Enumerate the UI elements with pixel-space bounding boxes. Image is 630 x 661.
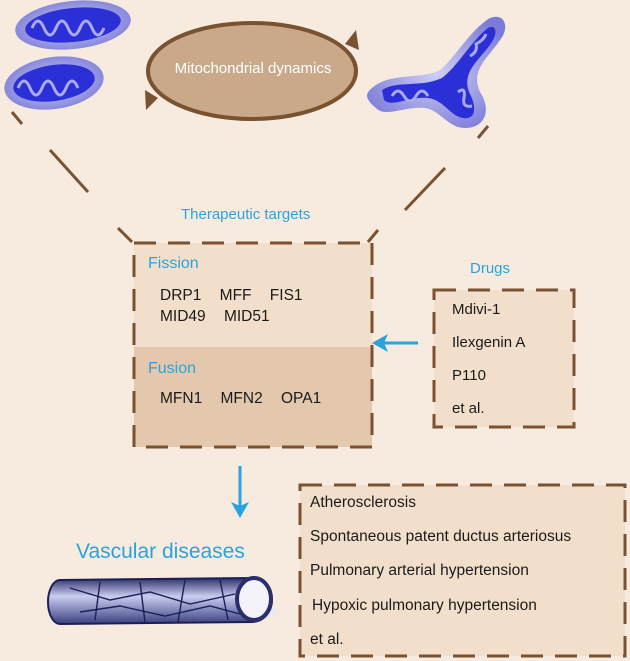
fusion-targets-row: MFN1 MFN2 OPA1 [160, 390, 322, 407]
fission-targets-row2: MID49 MID51 [160, 308, 270, 325]
drug-item: Mdivi-1 [452, 301, 501, 318]
drug-item: P110 [452, 367, 486, 384]
disease-item: Pulmonary arterial hypertension [310, 562, 529, 579]
therapeutic-targets-title: Therapeutic targets [181, 206, 311, 223]
funnel-lines [10, 111, 490, 244]
targets-box [132, 241, 374, 449]
drugs-box [432, 288, 576, 429]
drug-item: et al. [452, 400, 485, 417]
disease-item: et al. [310, 631, 344, 648]
fusion-heading: Fusion [148, 360, 197, 377]
disease-item: Atherosclerosis [310, 494, 416, 511]
mitochondrion-icon [15, 0, 131, 50]
drug-item: Ilexgenin A [452, 334, 526, 351]
dynamics-label: Mitochondrial dynamics [174, 60, 332, 77]
disease-item: Hypoxic pulmonary hypertension [312, 597, 537, 614]
fission-heading: Fission [148, 255, 199, 272]
vascular-diseases-heading: Vascular diseases [76, 540, 245, 563]
arrow-left-icon [372, 334, 418, 352]
mitochondrion-icon [4, 56, 104, 110]
fission-targets-row1: DRP1 MFF FIS1 [160, 287, 303, 304]
fused-mitochondrion-icon [367, 16, 506, 128]
arrow-down-icon [231, 466, 249, 518]
drugs-heading: Drugs [470, 260, 511, 277]
diseases-box [298, 483, 627, 658]
blood-vessel-icon [47, 576, 277, 626]
dynamics-cycle [145, 21, 359, 121]
disease-item: Spontaneous patent ductus arteriosus [310, 528, 572, 545]
